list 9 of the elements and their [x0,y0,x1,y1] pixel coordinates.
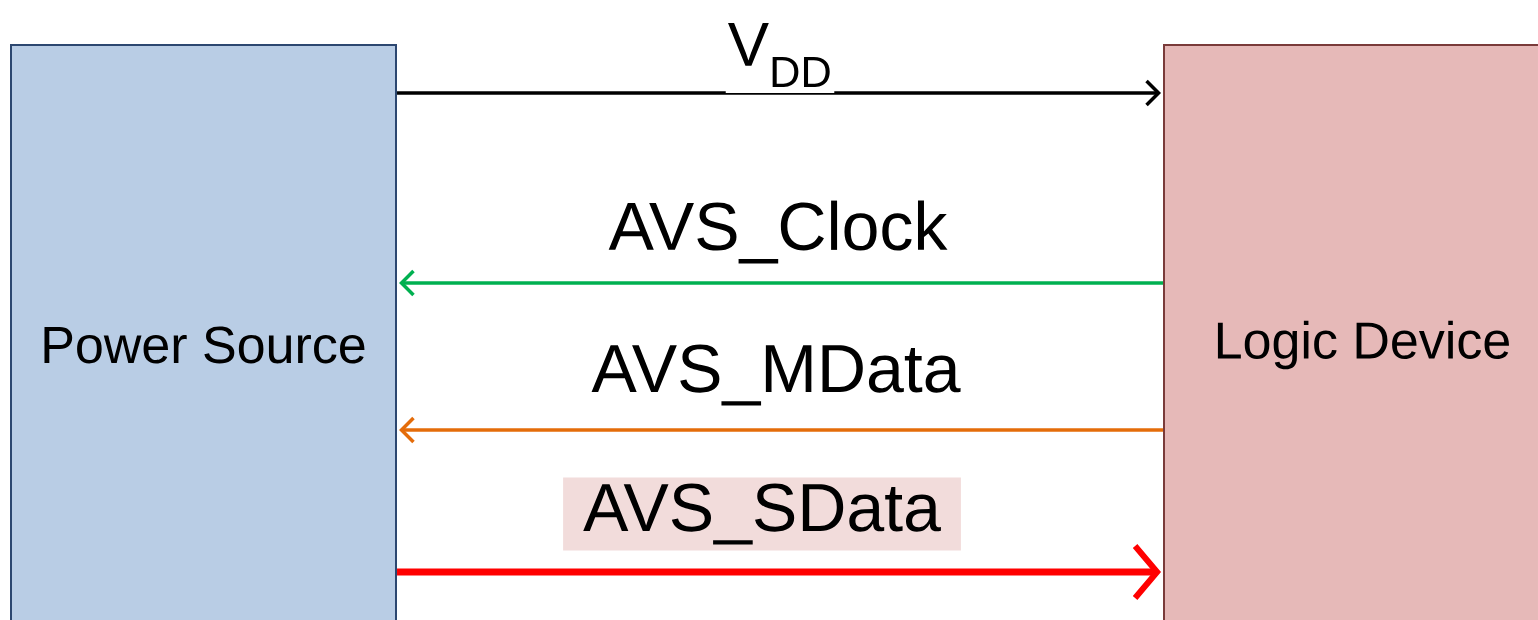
edge-label: AVS_Clock [606,194,950,270]
arrow [399,269,1163,297]
device-box: Logic Device [1163,44,1538,620]
edge-label: V$_{DD}$ [725,17,835,93]
arrow [397,79,1161,107]
arrow [399,416,1163,444]
edge-label: AVS_MData [589,338,963,412]
edge-label: AVS_SData [563,477,961,551]
device-box: Power Source [10,44,397,620]
